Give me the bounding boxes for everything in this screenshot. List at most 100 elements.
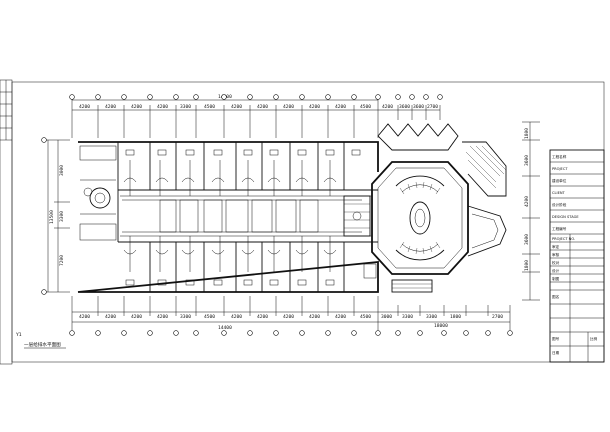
southwest-stair [363,263,377,279]
svg-text:工程编号: 工程编号 [552,226,567,231]
svg-text:3300: 3300 [180,104,191,110]
svg-text:4200: 4200 [309,314,320,320]
svg-text:PROJECT: PROJECT [552,167,568,171]
svg-text:4200: 4200 [283,314,294,320]
svg-text:2700: 2700 [427,104,438,110]
sawtooth-feature-top [377,123,459,151]
lobby-fountain [409,201,431,235]
svg-text:4500: 4500 [204,104,215,110]
right-dim-4: 3600 [524,234,530,245]
svg-text:4500: 4500 [204,314,215,320]
top-dimension-lines [71,95,441,138]
outer-wall-main-wing [77,141,379,293]
plan-caption: 一层给排水平面图 [24,341,61,348]
svg-text:4200: 4200 [105,104,116,110]
lobby-fountain-inner [414,208,426,228]
south-steps-lines [392,283,432,289]
left-dim-1: 3000 [59,165,65,176]
top-dim-texts: 4200 4200 4200 4200 3300 4500 4200 4200 … [79,104,438,110]
svg-text:4200: 4200 [335,104,346,110]
svg-text:工程名称: 工程名称 [552,154,567,159]
svg-text:4200: 4200 [231,314,242,320]
svg-text:4200: 4200 [309,104,320,110]
binding-strip-cells [0,80,12,141]
svg-text:制图: 制图 [552,276,560,281]
plumbing-fixtures-south [123,249,337,286]
svg-text:PROJECT NO.: PROJECT NO. [552,237,575,241]
svg-text:4200: 4200 [335,314,346,320]
bottom-axis-markers [69,330,513,336]
left-axis-markers [41,137,47,295]
svg-text:3300: 3300 [402,314,413,320]
top-axis-markers [69,94,443,100]
svg-text:3600: 3600 [413,104,424,110]
svg-text:4200: 4200 [231,104,242,110]
svg-text:CLIENT: CLIENT [552,191,566,195]
svg-text:图号: 图号 [552,336,560,341]
east-canopy-hatch [465,145,507,189]
svg-text:4200: 4200 [157,314,168,320]
east-canopy [462,141,507,197]
junction-hall [343,195,371,237]
svg-text:4500: 4500 [360,314,371,320]
svg-text:4200: 4200 [79,314,90,320]
south-room-partitions [149,242,345,292]
svg-text:3600: 3600 [399,104,410,110]
svg-text:4200: 4200 [257,104,268,110]
svg-text:4200: 4200 [131,104,142,110]
right-dim-1: 1800 [524,128,530,139]
svg-text:4200: 4200 [382,104,393,110]
svg-text:4500: 4500 [360,104,371,110]
left-dim-2: 3300 [59,211,65,222]
svg-text:3300: 3300 [426,314,437,320]
svg-text:图名: 图名 [552,294,560,299]
right-dim-5: 1800 [524,260,530,271]
overall-dim-bottom: 14400 [218,325,232,331]
left-dim-3: 7200 [59,255,65,266]
svg-text:审核: 审核 [552,252,560,257]
right-dim-2: 3600 [524,155,530,166]
svg-text:4200: 4200 [105,314,116,320]
bottom-dim-texts: 4200 4200 4200 4200 3300 4500 4200 4200 … [79,314,503,320]
svg-text:2700: 2700 [492,314,503,320]
spiral-staircase [395,175,445,261]
left-dim-total: 13500 [49,210,55,224]
right-dim-3: 4200 [524,196,530,207]
east-ramp-inner [471,213,499,249]
title-block [549,149,605,363]
water-pipe-runs [120,160,372,272]
bottom-dimension-lines [71,296,511,330]
right-dimension-lines [522,121,540,301]
west-sanitary-block [79,145,117,241]
title-block-texts: 工程名称 PROJECT 建设单位 CLIENT 设计阶段 DESIGN STA… [552,154,598,355]
overall-dim-bottom-right: 18000 [434,323,448,329]
detail-tag: Y1 [15,332,22,338]
svg-text:比例: 比例 [590,336,598,341]
svg-text:校对: 校对 [552,260,560,265]
octagon-inner-wall [377,167,463,269]
left-dimension-lines [44,139,70,293]
svg-text:4200: 4200 [257,314,268,320]
svg-text:4200: 4200 [79,104,90,110]
svg-text:建设单位: 建设单位 [552,178,567,183]
svg-text:3300: 3300 [180,314,191,320]
svg-text:DESIGN STAGE: DESIGN STAGE [552,215,579,219]
svg-text:设计: 设计 [552,268,560,273]
south-entrance-steps [391,279,433,293]
plumbing-fixtures-north [123,149,361,183]
sheet-frame [11,81,605,363]
svg-text:日期: 日期 [552,350,560,355]
svg-text:3000: 3000 [381,314,392,320]
central-service-rooms [159,199,319,233]
svg-text:4200: 4200 [157,104,168,110]
svg-text:设计阶段: 设计阶段 [552,202,567,207]
svg-text:1800: 1800 [450,314,461,320]
svg-text:审定: 审定 [552,244,560,249]
north-room-partitions [117,142,345,242]
octagon-lobby-wall [371,161,469,275]
svg-text:4200: 4200 [283,104,294,110]
east-ramp [467,205,507,257]
svg-text:4200: 4200 [131,314,142,320]
